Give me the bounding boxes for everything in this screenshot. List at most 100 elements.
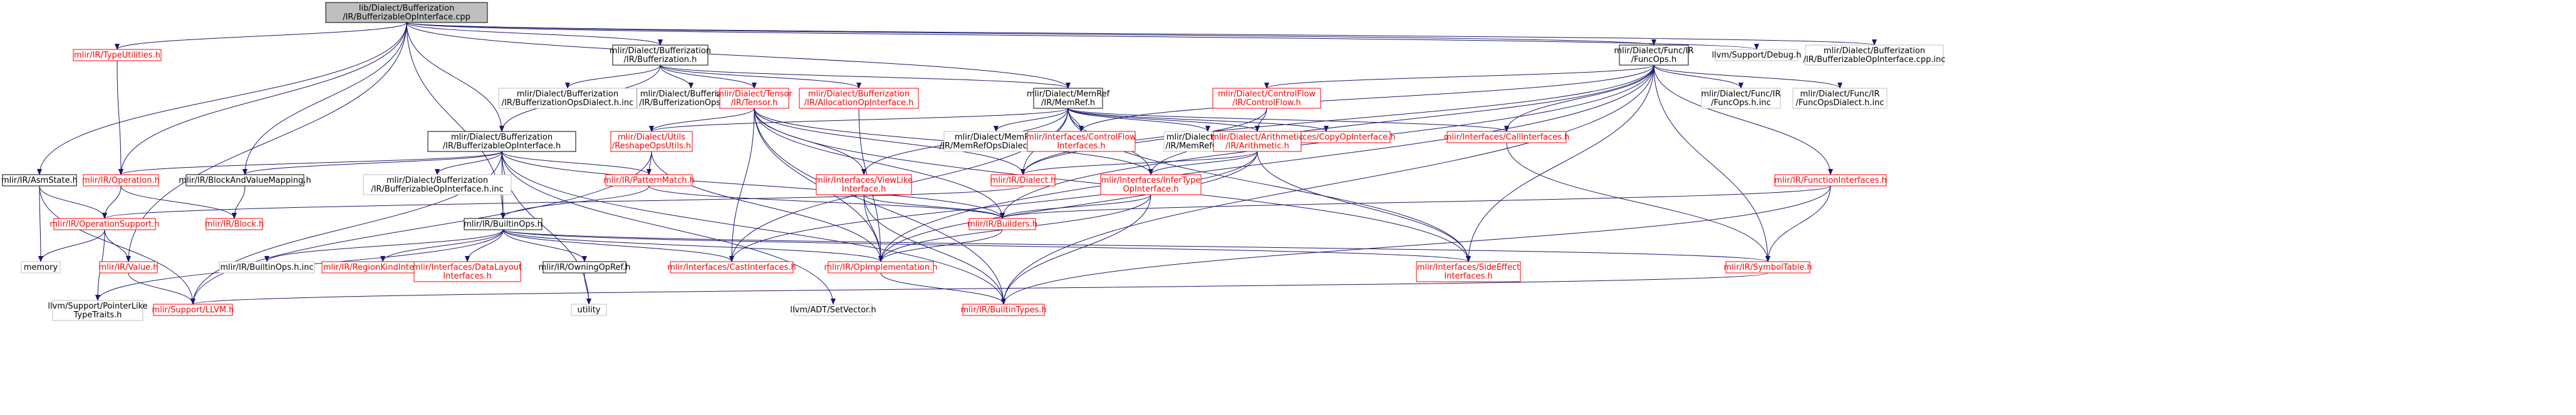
node-label-bav-line-0: mlir/IR/BlockAndValueMapping.h bbox=[179, 176, 311, 185]
node-label-as-line-0: mlir/IR/AsmState.h bbox=[1, 176, 78, 185]
node-blk[interactable]: mlir/IR/Block.h bbox=[205, 218, 264, 230]
edge-ten-to-ru bbox=[649, 108, 755, 132]
node-box-bt bbox=[962, 304, 1045, 316]
node-bo[interactable]: mlir/IR/BuiltinOps.h bbox=[464, 218, 543, 230]
edge-os-to-val bbox=[104, 229, 131, 262]
edge-fo-to-cf bbox=[1264, 64, 1654, 89]
node-box-ru bbox=[610, 131, 693, 152]
edge-root-to-val bbox=[126, 22, 407, 262]
node-fopsinc: mlir/Dialect/Func/IR/FuncOps.h.inc bbox=[1701, 88, 1781, 109]
edge-boi-to-bt bbox=[501, 151, 1006, 305]
node-dia[interactable]: mlir/IR/Dialect.h bbox=[990, 174, 1056, 187]
node-pm[interactable]: mlir/IR/PatternMatch.h bbox=[603, 174, 695, 187]
node-label-boi-line-1: /IR/BufferizableOpInterface.h bbox=[443, 141, 561, 151]
edge-bo-to-se bbox=[502, 229, 1471, 262]
node-cast[interactable]: mlir/Interfaces/CastInterfaces.h bbox=[667, 261, 796, 274]
edge-vl-to-oi bbox=[863, 194, 883, 262]
node-os[interactable]: mlir/IR/OperationSupport.h bbox=[49, 218, 160, 230]
node-boi[interactable]: mlir/Dialect/Bufferization/IR/Bufferizab… bbox=[427, 131, 576, 152]
node-box-as bbox=[2, 174, 77, 187]
edge-ar-to-dia bbox=[1021, 151, 1258, 175]
edge-as-to-os bbox=[39, 185, 107, 219]
node-box-bld bbox=[969, 218, 1036, 230]
edge-ar-to-se bbox=[1257, 151, 1471, 262]
node-root[interactable]: lib/Dialect/Bufferization/IR/Bufferizabl… bbox=[325, 2, 488, 23]
node-box-own bbox=[543, 261, 626, 274]
node-label-dl-line-0: mlir/Interfaces/DataLayout bbox=[413, 263, 522, 272]
node-dbg: llvm/Support/Debug.h bbox=[1712, 49, 1801, 61]
edge-mr-to-call bbox=[1067, 108, 1509, 132]
edge-root-to-boi bbox=[406, 22, 504, 132]
node-alloc[interactable]: mlir/Dialect/Bufferization/IR/Allocation… bbox=[799, 88, 919, 109]
node-ten[interactable]: mlir/Dialect/Tensor/IR/Tensor.h bbox=[716, 88, 792, 109]
node-label-bt-line-0: mlir/IR/BuiltinTypes.h bbox=[960, 305, 1046, 315]
edge-ru-to-oi bbox=[651, 151, 883, 262]
node-box-dia bbox=[990, 174, 1056, 187]
node-ru[interactable]: mlir/Dialect/Utils/ReshapeOpsUtils.h bbox=[610, 131, 693, 152]
node-label-se-line-0: mlir/Interfaces/SideEffect bbox=[1417, 263, 1520, 272]
node-box-dbg bbox=[1715, 49, 1799, 61]
edge-bz-to-alloc bbox=[660, 64, 861, 89]
node-fo[interactable]: mlir/Dialect/Func/IR/FuncOps.h bbox=[1614, 44, 1694, 66]
node-label-bzdi-line-1: /IR/BufferizationOpsDialect.h.inc bbox=[502, 98, 634, 108]
node-label-ru-line-1: /ReshapeOpsUtils.h bbox=[612, 141, 691, 151]
node-bld[interactable]: mlir/IR/Builders.h bbox=[967, 218, 1037, 230]
node-fdinc: mlir/Dialect/Func/IR/FuncOpsDialect.h.in… bbox=[1792, 88, 1888, 109]
node-box-val bbox=[99, 261, 158, 274]
node-label-fopsinc-line-0: mlir/Dialect/Func/IR bbox=[1701, 90, 1780, 99]
node-box-fo bbox=[1619, 44, 1689, 66]
edge-st-to-llvm bbox=[190, 272, 1768, 305]
edge-mr-to-ru bbox=[649, 108, 1069, 132]
node-bav[interactable]: mlir/IR/BlockAndValueMapping.h bbox=[179, 174, 311, 187]
node-val[interactable]: mlir/IR/Value.h bbox=[99, 261, 158, 274]
node-ar[interactable]: mlir/Dialect/Arithmetic/IR/Arithmetic.h bbox=[1211, 131, 1304, 152]
node-llvm[interactable]: mlir/Support/LLVM.h bbox=[152, 304, 234, 316]
node-box-os bbox=[53, 218, 156, 230]
node-box-boiinc bbox=[363, 174, 512, 195]
edge-bo-to-own bbox=[502, 229, 587, 262]
edge-root-to-op bbox=[118, 22, 407, 175]
node-box-alloc bbox=[799, 88, 919, 109]
node-bt[interactable]: mlir/IR/BuiltinTypes.h bbox=[960, 304, 1047, 316]
node-label-op-line-0: mlir/IR/Operation.h bbox=[82, 176, 160, 185]
edge-fo-to-st bbox=[1653, 64, 1770, 262]
edge-ar-to-it bbox=[1148, 151, 1258, 175]
edge-bo-to-oi bbox=[502, 229, 883, 262]
node-tu[interactable]: mlir/IR/TypeUtilities.h bbox=[73, 49, 162, 61]
node-label-mr-line-0: mlir/Dialect/MemRef bbox=[1027, 90, 1110, 99]
node-fi[interactable]: mlir/IR/FunctionInterfaces.h bbox=[1774, 174, 1887, 187]
edge-bz-to-mr bbox=[660, 64, 1071, 89]
node-as[interactable]: mlir/IR/AsmState.h bbox=[1, 174, 78, 187]
node-mr[interactable]: mlir/Dialect/MemRef/IR/MemRef.h bbox=[1027, 88, 1110, 109]
node-op[interactable]: mlir/IR/Operation.h bbox=[82, 174, 160, 187]
node-bz[interactable]: mlir/Dialect/Bufferization/IR/Bufferizat… bbox=[610, 44, 711, 66]
node-cf[interactable]: mlir/Dialect/ControlFlow/IR/ControlFlow.… bbox=[1212, 88, 1321, 109]
node-box-llvm bbox=[153, 304, 233, 316]
node-own[interactable]: mlir/IR/OwningOpRef.h bbox=[539, 261, 631, 274]
node-label-tu-line-0: mlir/IR/TypeUtilities.h bbox=[74, 51, 160, 60]
node-st[interactable]: mlir/IR/SymbolTable.h bbox=[1723, 261, 1812, 274]
node-box-bav bbox=[185, 174, 304, 187]
edge-fo-to-dia bbox=[1021, 64, 1654, 175]
edge-fo-to-se bbox=[1466, 64, 1654, 262]
edge-ar-to-oi bbox=[878, 151, 1258, 262]
node-bzdi: mlir/Dialect/Bufferization/IR/Bufferizat… bbox=[498, 88, 637, 109]
edge-boi-to-bld bbox=[501, 151, 1005, 219]
node-oi[interactable]: mlir/IR/OpImplementation.h bbox=[824, 261, 938, 274]
node-label-bz-line-1: /IR/Bufferization.h bbox=[624, 55, 697, 64]
node-box-cfi bbox=[1027, 131, 1136, 152]
node-label-bzdi-line-0: mlir/Dialect/Bufferization bbox=[517, 90, 618, 99]
node-box-se bbox=[1416, 261, 1521, 282]
edge-mr-to-copy bbox=[1067, 108, 1329, 132]
node-label-ten-line-1: /IR/Tensor.h bbox=[731, 98, 778, 108]
edge-fo-to-fdinc bbox=[1653, 64, 1842, 89]
node-label-call-line-0: mlir/Interfaces/CallInterfaces.h bbox=[1444, 133, 1570, 142]
node-label-bz-line-0: mlir/Dialect/Bufferization bbox=[610, 46, 711, 56]
node-call[interactable]: mlir/Interfaces/CallInterfaces.h bbox=[1444, 131, 1570, 143]
